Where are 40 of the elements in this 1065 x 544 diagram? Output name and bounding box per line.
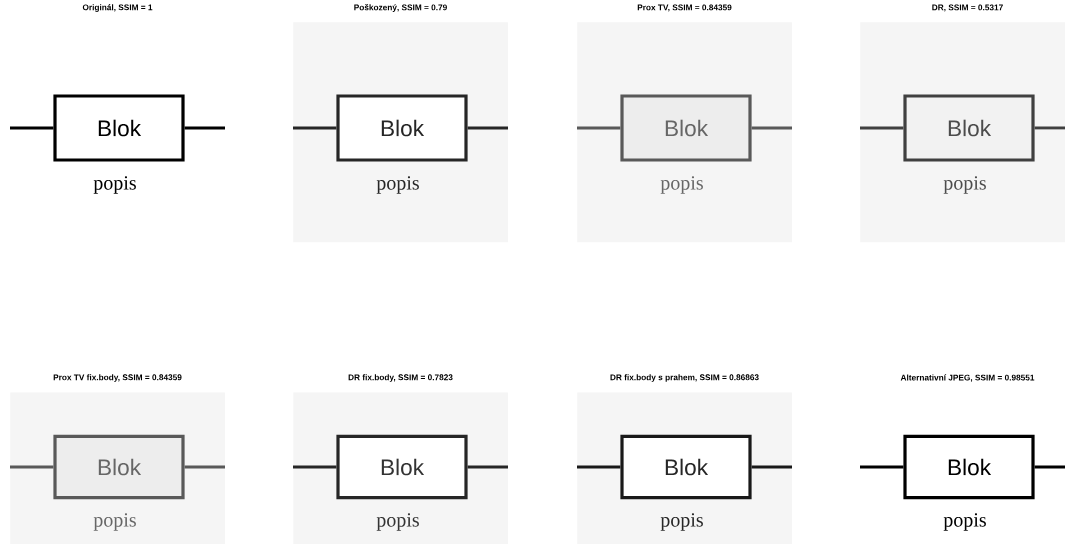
caption-text: popis xyxy=(93,513,136,531)
caption-text: popis xyxy=(660,176,703,194)
connector-line xyxy=(860,126,904,130)
connector-line xyxy=(751,126,792,130)
panel-title: DR, SSIM = 0.5317 xyxy=(932,4,1003,12)
connector-line xyxy=(1034,465,1065,469)
block-box: Blok xyxy=(336,94,468,162)
caption-text: popis xyxy=(943,176,986,194)
panel-title: DR fix.body s prahem, SSIM = 0.86863 xyxy=(610,374,759,382)
connector-line xyxy=(293,465,337,469)
block-box: Blok xyxy=(336,434,468,500)
caption-text: popis xyxy=(943,513,986,531)
block-box: Blok xyxy=(903,94,1035,162)
connector-line xyxy=(860,465,904,469)
panel-title: Prox TV, SSIM = 0.84359 xyxy=(637,4,732,12)
connector-line xyxy=(467,126,508,130)
caption-text: popis xyxy=(660,513,703,531)
connector-line xyxy=(467,465,508,469)
connector-line xyxy=(184,126,225,130)
block-box: Blok xyxy=(620,94,752,162)
connector-line xyxy=(577,465,621,469)
connector-line xyxy=(293,126,337,130)
connector-line xyxy=(184,465,225,469)
panel-title: Prox TV fix.body, SSIM = 0.84359 xyxy=(53,374,182,382)
panel-title: DR fix.body, SSIM = 0.7823 xyxy=(348,374,453,382)
block-box: Blok xyxy=(53,94,185,162)
connector-line xyxy=(1034,126,1065,130)
caption-text: popis xyxy=(376,176,419,194)
connector-line xyxy=(10,465,54,469)
panel-title: Alternativní JPEG, SSIM = 0.98551 xyxy=(900,374,1035,382)
connector-line xyxy=(577,126,621,130)
panel-title: Originál, SSIM = 1 xyxy=(82,4,153,12)
block-box: Blok xyxy=(903,434,1035,500)
block-box: Blok xyxy=(620,434,752,500)
connector-line xyxy=(751,465,792,469)
connector-line xyxy=(10,126,54,130)
block-box: Blok xyxy=(53,434,185,500)
caption-text: popis xyxy=(93,176,136,194)
panel-title: Poškozený, SSIM = 0.79 xyxy=(354,4,447,12)
caption-text: popis xyxy=(376,513,419,531)
